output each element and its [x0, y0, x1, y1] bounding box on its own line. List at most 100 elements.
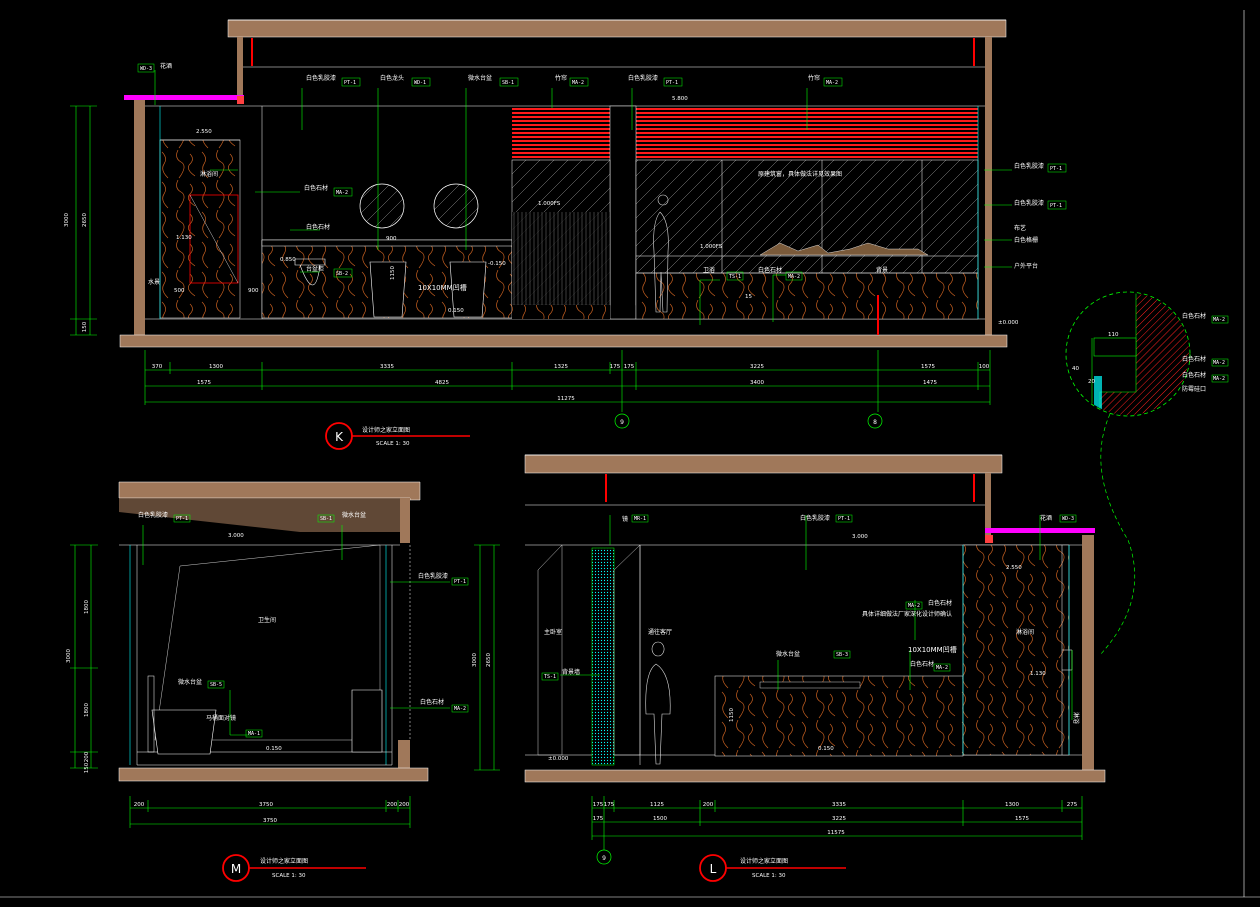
dim-height: 3000: [64, 213, 70, 227]
callout-label: 镜: [622, 515, 628, 523]
dim-height: 1800: [84, 600, 90, 614]
dim-l-r2: 3225: [832, 816, 846, 822]
dim-m-r1: 200: [387, 802, 398, 808]
dim-height: 150: [84, 762, 90, 773]
grid-label-8: 8: [873, 419, 877, 426]
callout-label: 白色乳胶漆: [418, 572, 448, 580]
dim-k-total: 11275: [557, 396, 575, 402]
round-mirror: [433, 183, 479, 229]
level-mark: 2.550: [1006, 565, 1022, 571]
dim-l-r2: 1575: [1015, 816, 1029, 822]
tag: MA-2: [1213, 360, 1225, 366]
tag: MA-2: [826, 80, 838, 86]
dim-height: 2650: [82, 213, 88, 227]
callout-label: 淋浴间: [200, 170, 218, 178]
tag: PT-1: [1050, 166, 1062, 172]
callout-label: 10X10MM凹槽: [908, 645, 957, 654]
callout-label: 花酒: [160, 62, 172, 70]
callout-label: 水景: [148, 278, 160, 286]
tag: PT-1: [176, 516, 188, 522]
detail-label: 白色石材: [1182, 355, 1206, 363]
k-levels: 2.550 5.800 1.130 0.850 0.150 1.000FS 1.…: [174, 96, 1019, 326]
level-mark: 0.850: [280, 257, 296, 263]
elevation-scale: SCALE 1: 30: [376, 441, 410, 447]
callout-label: 卫浴: [703, 266, 715, 274]
dim-k-r1: 100: [979, 364, 990, 370]
callout-label: 花酒: [1040, 514, 1052, 522]
tag: PT-1: [344, 80, 356, 86]
callout-label: 台盆柜: [306, 265, 324, 273]
level-mark: 1.000FS: [700, 244, 723, 250]
floor-slab: [119, 334, 1008, 348]
callout-label: 竹帘: [555, 74, 567, 82]
tag: PT-1: [838, 516, 850, 522]
tag: SB-5: [210, 682, 222, 688]
dim-l-r1: 175: [593, 802, 604, 808]
round-mirror: [359, 183, 405, 229]
callout-label: 白色乳胶漆: [800, 514, 830, 522]
tag: SB-1: [320, 516, 332, 522]
dim-l-r2: 1500: [653, 816, 667, 822]
elevation-marker-m: M: [231, 862, 241, 876]
detail-label: 防霉硅口: [1182, 385, 1206, 393]
dim-l-r1: 275: [1067, 802, 1078, 808]
tag: MA-2: [1213, 376, 1225, 382]
tag: SB-1: [502, 80, 514, 86]
callout-label: 卫生间: [258, 616, 276, 624]
callout-label: 白色石材: [420, 698, 444, 706]
dim-m-r1: 3750: [259, 802, 273, 808]
tag: MA-1: [248, 731, 260, 737]
grid-label-9: 9: [602, 855, 606, 862]
callout-label: 白色石材: [910, 660, 934, 668]
tag: MA-2: [572, 80, 584, 86]
vanity-marble: [714, 675, 964, 757]
tag: MA-2: [788, 274, 800, 280]
callout-label: 白色乳胶漆: [628, 74, 658, 82]
detail-section: 白色石材 MA-2 白色石材 MA-2 白色石材 MA-2 防霉硅口 110 2…: [1065, 291, 1229, 656]
person-figure: [653, 194, 669, 313]
dim-k-r2: 1575: [197, 380, 211, 386]
dim-k-r2: 1475: [923, 380, 937, 386]
dim-k-r2: 4825: [435, 380, 449, 386]
level-mark: 900: [248, 288, 259, 294]
detail-label: 白色石材: [1182, 312, 1206, 320]
callout-label: 马桶面对镜: [206, 714, 236, 722]
tag: MA-2: [336, 190, 348, 196]
level-mark: 500: [174, 288, 185, 294]
tag: MA-2: [936, 665, 948, 671]
tag: MA-2: [908, 603, 920, 609]
tag: WD-3: [1062, 516, 1074, 522]
level-mark: 0.150: [266, 746, 282, 752]
elevation-title: 设计师之家立面图: [362, 426, 410, 434]
callout-label: 白色乳胶漆: [1014, 162, 1044, 170]
dim-k-r1: 175: [610, 364, 621, 370]
dim-l-total: 11575: [827, 830, 845, 836]
toilet: [151, 709, 217, 755]
callout-label: 背景墙: [562, 668, 580, 676]
dim-l-r1: 200: [703, 802, 714, 808]
dim-l-r1: 175: [604, 802, 615, 808]
level-mark: 5.800: [672, 96, 688, 102]
elevation-marker-l: L: [710, 862, 717, 876]
left-wall: [134, 100, 145, 336]
level-mark: 1.130: [1030, 671, 1046, 677]
level-mark: 2.550: [196, 129, 212, 135]
level-mark: 15: [745, 294, 752, 300]
dim-l-r1: 1300: [1005, 802, 1019, 808]
dim-l-r1: 3335: [832, 802, 846, 808]
callout-label: 微水台盆: [178, 678, 202, 686]
dim-m-total: 3750: [263, 818, 277, 824]
level-mark: 3.000: [852, 534, 868, 540]
level-mark: 1150: [729, 708, 735, 722]
level-mark: ±0.000: [998, 320, 1019, 326]
dotted-column: [591, 547, 615, 766]
callout-label: 10X10MM凹槽: [418, 283, 467, 292]
callout-label: 背景: [876, 266, 888, 274]
callout-label: 具体详细做法厂家深化设计师确认: [862, 610, 952, 618]
tag: PT-1: [1050, 203, 1062, 209]
dim-k-r1: 370: [152, 364, 163, 370]
level-mark: 3.000: [228, 533, 244, 539]
elevation-l: 3000 2650 175 175 1125 200 3335 1300 275…: [472, 454, 1106, 882]
dim-m-r1: 200: [134, 802, 145, 808]
dim-height: 200: [84, 751, 90, 762]
